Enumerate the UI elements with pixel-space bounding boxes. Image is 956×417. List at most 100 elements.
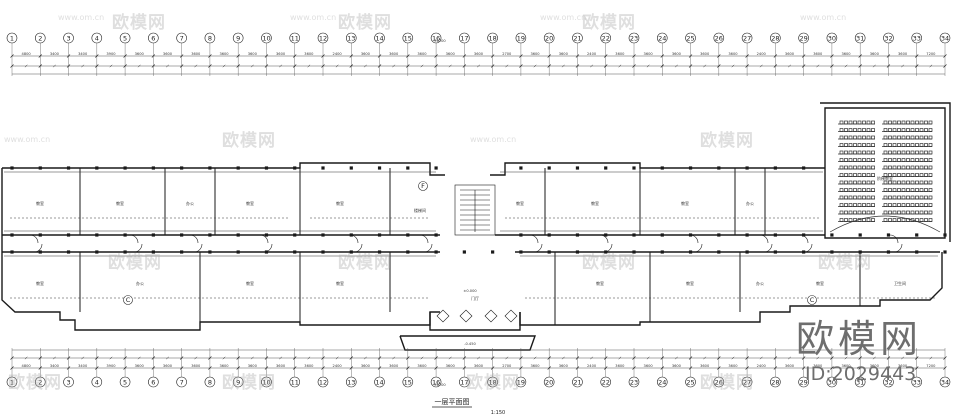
bottom-sub-tick	[646, 356, 650, 360]
seat	[906, 210, 910, 215]
top-sub-tick	[675, 64, 678, 68]
column	[717, 166, 721, 170]
bottom-axis-number: 25	[686, 378, 694, 386]
bottom-tick-slash	[604, 356, 608, 360]
bottom-sub-tick	[109, 356, 113, 360]
column	[10, 233, 14, 237]
bottom-tick-slash	[717, 366, 721, 370]
bottom-tick-slash	[38, 366, 42, 370]
seat	[915, 165, 919, 170]
top-axis-number: 1	[10, 34, 14, 42]
column	[434, 250, 438, 254]
seat	[910, 188, 915, 192]
room-label: 办公	[756, 280, 764, 286]
room-label: 教室	[36, 200, 44, 206]
bottom-bay-dimension: 3600	[615, 364, 625, 368]
column	[123, 250, 127, 254]
top-tick-slash	[773, 54, 778, 58]
column	[717, 233, 721, 237]
top-tick-slash	[38, 64, 42, 68]
seat	[857, 135, 862, 140]
top-sub-tick	[477, 64, 480, 68]
seat	[853, 188, 857, 192]
top-tick-slash	[321, 64, 325, 68]
seat	[839, 120, 844, 125]
room-labels: 教室教室办公教室教室楼梯间教室教室教室办公阶梯教室教室办公教室教室门厅教室教室办…	[36, 175, 906, 301]
top-bay-dimension: 3900	[106, 52, 116, 56]
bottom-axis-number: 32	[884, 378, 892, 386]
seat	[888, 188, 892, 192]
bottom-tick-slash	[801, 356, 806, 360]
bottom-tick-slash	[886, 366, 891, 370]
column	[406, 166, 410, 170]
seat	[866, 150, 871, 155]
column	[773, 250, 777, 254]
seat	[862, 188, 866, 192]
bottom-bay-dimension: 3600	[474, 364, 484, 368]
seat	[919, 210, 924, 215]
column	[802, 166, 806, 170]
room-label: 教室	[591, 200, 599, 206]
seat	[866, 135, 871, 140]
seat	[844, 210, 848, 215]
bottom-bay-dimension: 3600	[389, 364, 399, 368]
bottom-tick-slash	[406, 366, 410, 370]
column	[349, 166, 353, 170]
seat	[897, 195, 901, 200]
seat	[871, 173, 875, 177]
seat	[892, 165, 897, 170]
column	[547, 233, 551, 237]
top-tick-slash	[434, 54, 438, 58]
column	[547, 250, 551, 254]
seat	[892, 218, 897, 222]
column	[66, 250, 71, 254]
door-swing	[799, 234, 809, 244]
seat	[928, 128, 933, 132]
bottom-tick-slash	[406, 356, 410, 360]
seat	[857, 188, 862, 192]
seat	[906, 120, 910, 125]
seat	[862, 128, 866, 132]
bottom-sub-tick	[448, 356, 452, 360]
top-tick-slash	[293, 54, 297, 58]
top-axis-number: 24	[658, 34, 666, 42]
top-axis-number: 5	[123, 34, 127, 42]
seat	[883, 158, 888, 162]
top-axis-number: 7	[180, 34, 184, 42]
bottom-sub-tick	[335, 356, 339, 360]
top-bay-dimension: 3600	[135, 52, 145, 56]
bottom-tick-slash	[321, 356, 325, 360]
top-bay-dimension: 3400	[50, 52, 60, 56]
bottom-sub-tick	[166, 356, 169, 360]
column	[943, 250, 947, 254]
seat	[871, 120, 875, 125]
seat	[866, 128, 871, 132]
seat	[888, 165, 892, 170]
seat	[901, 135, 906, 140]
seat	[866, 188, 871, 192]
seat	[906, 195, 910, 200]
bottom-axis-number: 12	[319, 378, 327, 386]
bottom-bay-dimension: 3600	[163, 364, 173, 368]
bottom-tick-slash	[773, 356, 778, 360]
seat	[910, 203, 915, 207]
seat	[866, 158, 871, 162]
seat	[871, 128, 875, 132]
top-axis-number: 33	[913, 34, 921, 42]
top-tick-slash	[264, 64, 269, 68]
column	[95, 233, 99, 237]
bottom-tick-slash	[858, 366, 862, 370]
top-tick-slash	[10, 54, 14, 58]
top-axis-number: 14	[375, 34, 383, 42]
seat	[888, 203, 892, 207]
seat	[897, 188, 901, 192]
seat	[853, 195, 857, 200]
seat	[866, 195, 871, 200]
bottom-tick-slash	[604, 366, 608, 370]
top-bay-dimension: 3600	[898, 52, 908, 56]
seat	[883, 203, 888, 207]
partition-walls	[79, 168, 861, 325]
seat	[919, 203, 924, 207]
top-tick-slash	[208, 64, 212, 68]
seat	[892, 158, 897, 162]
